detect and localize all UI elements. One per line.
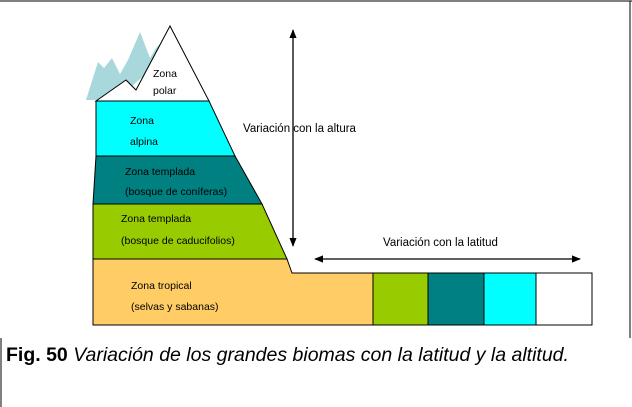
snow-peaks <box>86 32 164 100</box>
figure-caption-text: Variación de los grandes biomas con la l… <box>73 344 569 366</box>
latitude-box-coniferas <box>427 272 485 326</box>
latitude-box-caducifolios <box>372 272 429 326</box>
zone-tropical-band <box>92 258 374 326</box>
zone-caducifolios-label-2: (bosque de caducifolios) <box>121 235 235 247</box>
zone-polar-label-1: Zona <box>153 68 177 80</box>
zone-polar-label-2: polar <box>153 85 177 97</box>
latitude-box-alpina <box>483 272 537 326</box>
zone-alpina-label-2: alpina <box>130 136 158 148</box>
latitude-arrow-label: Variación con la latitud <box>383 237 498 249</box>
zone-tropical-label-1: Zona tropical <box>131 280 192 292</box>
zone-alpina-label-1: Zona <box>130 115 154 127</box>
zone-tropical-label-2: (selvas y sabanas) <box>131 301 219 313</box>
zone-coniferas-label-2: (bosque de coníferas) <box>125 186 227 198</box>
zone-coniferas-label-1: Zona templada <box>125 166 195 178</box>
zone-caducifolios-label-1: Zona templada <box>121 213 191 225</box>
figure-caption: Fig. 50 Variación de los grandes biomas … <box>6 343 606 367</box>
zone-alpina-band <box>95 100 236 157</box>
latitude-box-polar <box>535 272 593 326</box>
altitude-arrow-label: Variación con la altura <box>243 123 357 135</box>
figure-number: Fig. 50 <box>6 344 68 366</box>
